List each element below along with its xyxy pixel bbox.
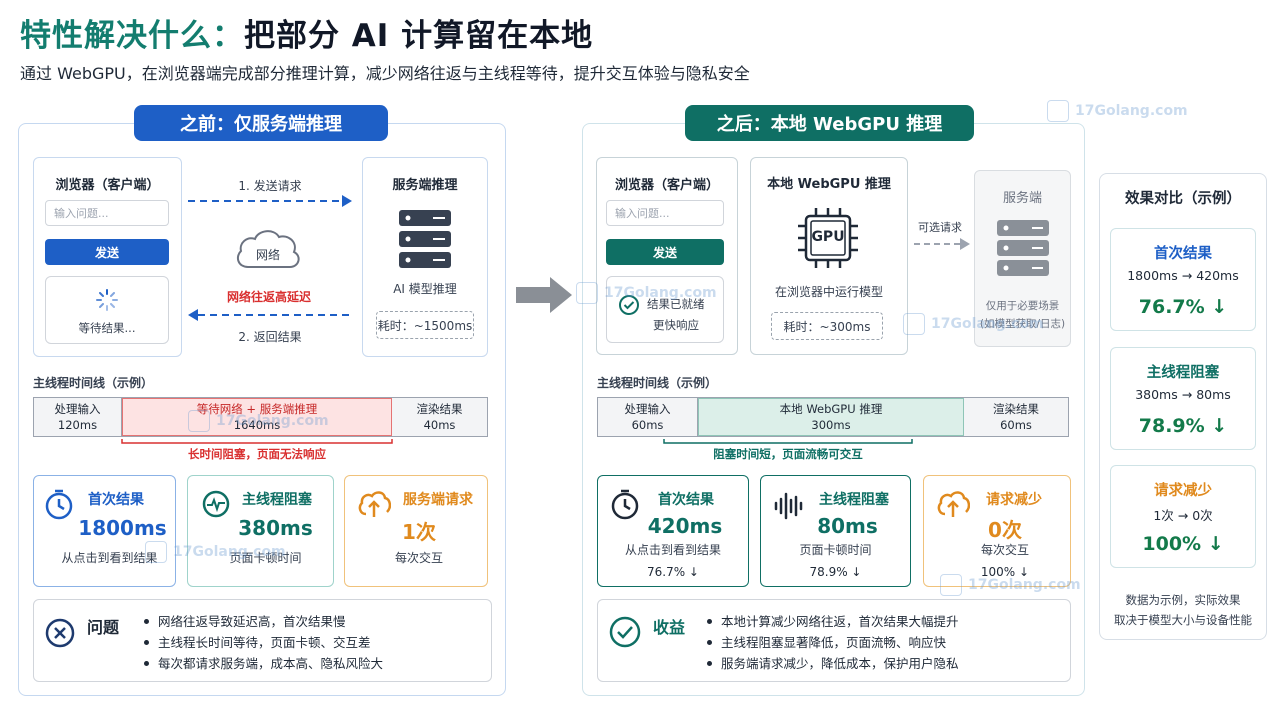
benefits-list: 本地计算减少网络往返，首次结果大幅提升 主线程阻塞显著降低，页面流畅、响应快 服… <box>705 611 959 674</box>
gpu-chip-icon <box>798 208 858 268</box>
after-server-card: 服务端 <box>974 170 1071 347</box>
after-timeline-title: 主线程时间线（示例） <box>597 376 718 390</box>
page-subtitle: 通过 WebGPU，在浏览器端完成部分推理计算，减少网络往返与主线程等待，提升交… <box>20 64 750 83</box>
list-item: 网络往返导致延迟高，首次结果慢 <box>142 611 383 632</box>
after-faster-text: 更快响应 <box>653 318 699 332</box>
watermark: 17Golang.com <box>1047 100 1188 122</box>
optional-arrow-icon <box>914 238 970 250</box>
after-send-button[interactable]: 发送 <box>606 239 724 265</box>
server-icon <box>399 210 451 268</box>
before-send-button[interactable]: 发送 <box>45 239 169 265</box>
issues-box <box>33 599 492 682</box>
local-webgpu-title: 本地 WebGPU 推理 <box>767 177 891 192</box>
after-server-note2: (如模型获取/日志) <box>979 318 1066 330</box>
loading-spinner-icon <box>96 289 118 311</box>
after-browser-title: 浏览器（客户端） <box>614 178 719 193</box>
transition-arrow-icon <box>516 277 572 313</box>
after-timeline-bracket <box>663 439 913 444</box>
cloud-upload-icon <box>937 491 970 517</box>
issues-list: 网络往返导致延迟高，首次结果慢 主线程长时间等待，页面卡顿、交互差 每次都请求服… <box>142 611 383 674</box>
network-label: 网络 <box>255 248 280 262</box>
timer-icon <box>45 489 73 520</box>
before-timeline-bracket <box>121 439 393 444</box>
compare-card-first-result: 首次结果 1800ms → 420ms 76.7% ↓ <box>1110 228 1256 331</box>
before-server-time: 耗时：~1500ms <box>376 311 474 339</box>
after-server-note1: 仅用于必要场景 <box>985 300 1060 312</box>
before-timeline-note: 长时间阻塞，页面无法响应 <box>188 447 326 461</box>
after-metric-request-reduce: 请求减少 0次 每次交互 100% ↓ <box>923 475 1071 587</box>
after-question-input[interactable]: 输入问题... <box>606 200 724 226</box>
network-latency-note: 网络往返高延迟 <box>226 290 311 304</box>
check-circle-icon <box>619 295 639 315</box>
after-pill: 之后：本地 WebGPU 推理 <box>685 105 974 141</box>
after-metric-main-thread: 主线程阻塞 80ms 页面卡顿时间 78.9% ↓ <box>760 475 911 587</box>
before-request-label: 1. 发送请求 <box>238 179 302 193</box>
after-metric-first-result: 首次结果 420ms 从点击到看到结果 76.7% ↓ <box>597 475 749 587</box>
issues-title: 问题 <box>87 618 120 637</box>
list-item: 主线程阻塞显著降低，页面流畅、响应快 <box>705 632 959 653</box>
before-timeline-title: 主线程时间线（示例） <box>33 376 154 390</box>
gpu-chip-label: GPU <box>811 229 845 245</box>
compare-card-main-thread: 主线程阻塞 380ms → 80ms 78.9% ↓ <box>1110 347 1256 450</box>
list-item: 主线程长时间等待，页面卡顿、交互差 <box>142 632 383 653</box>
cloud-upload-icon <box>358 491 391 517</box>
watermark: 17Golang.com <box>188 410 329 432</box>
benefits-title: 收益 <box>653 618 686 637</box>
compare-card-request-reduce: 请求减少 1次 → 0次 100% ↓ <box>1110 465 1256 568</box>
pulse-monitor-icon <box>202 490 230 518</box>
before-waiting-box <box>45 276 169 344</box>
check-circle-large-icon <box>609 616 641 648</box>
watermark: 17Golang.com <box>576 282 717 304</box>
before-question-input[interactable]: 输入问题... <box>45 200 169 226</box>
before-metric-first-result: 首次结果 1800ms 从点击到看到结果 <box>33 475 176 587</box>
after-server-title: 服务端 <box>1002 191 1042 206</box>
before-waiting-text: 等待结果... <box>78 321 136 335</box>
compare-note-1: 数据为示例，实际效果 <box>1125 593 1241 607</box>
before-browser-title: 浏览器（客户端） <box>55 178 160 193</box>
server-faded-icon <box>997 220 1049 276</box>
list-item: 每次都请求服务端，成本高、隐私风险大 <box>142 653 383 674</box>
watermark: 17Golang.com <box>940 574 1081 596</box>
before-pill: 之前：仅服务端推理 <box>134 105 388 141</box>
local-webgpu-time: 耗时：~300ms <box>771 312 883 340</box>
watermark: 17Golang.com <box>903 313 1044 335</box>
list-item: 服务端请求减少，降低成本，保护用户隐私 <box>705 653 959 674</box>
after-ready-text: 结果已就绪 <box>647 297 705 311</box>
list-item: 本地计算减少网络往返，首次结果大幅提升 <box>705 611 959 632</box>
before-metric-main-thread: 主线程阻塞 380ms 页面卡顿时间 <box>187 475 334 587</box>
compare-note-2: 取决于模型大小与设备性能 <box>1114 613 1252 627</box>
before-server-title: 服务端推理 <box>392 178 458 193</box>
return-arrow-icon <box>188 309 352 321</box>
after-ready-box <box>606 276 724 343</box>
compare-title: 效果对比（示例） <box>1125 191 1241 207</box>
local-webgpu-label: 在浏览器中运行模型 <box>774 285 883 299</box>
after-timeline-note: 阻塞时间短，页面流畅可交互 <box>713 447 863 461</box>
timer-icon <box>611 489 639 520</box>
sound-wave-icon <box>774 492 803 520</box>
benefits-box <box>597 599 1071 682</box>
before-return-label: 2. 返回结果 <box>238 330 302 344</box>
before-server-label: AI 模型推理 <box>393 282 457 296</box>
close-circle-icon <box>45 618 75 648</box>
cloud-icon <box>236 230 300 268</box>
optional-request-label: 可选请求 <box>918 221 962 234</box>
request-arrow-icon <box>188 195 352 207</box>
watermark: 17Golang.com <box>145 541 286 563</box>
page-title: 特性解决什么：把部分 AI 计算留在本地 <box>20 18 594 54</box>
before-metric-server-request: 服务端请求 1次 每次交互 <box>344 475 488 587</box>
